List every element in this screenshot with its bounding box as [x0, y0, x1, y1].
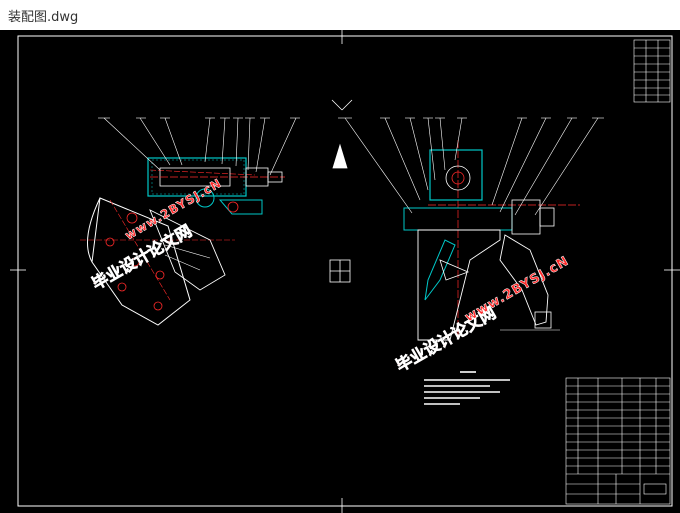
document-title: 装配图.dwg	[8, 10, 79, 25]
parts-list-table	[565, 377, 671, 505]
view-direction-marker	[329, 99, 353, 283]
title-bar: 装配图.dwg	[0, 0, 680, 30]
right-assembly-view	[338, 117, 604, 341]
technical-notes	[424, 371, 510, 405]
cad-drawing: 毕业设计论文网 www.2BYSJ.cN 毕业设计论文网 www.2BYSJ.c…	[10, 30, 680, 513]
drawing-canvas[interactable]: 毕业设计论文网 www.2BYSJ.cN 毕业设计论文网 www.2BYSJ.c…	[0, 30, 680, 513]
watermark-right-url-text: www.2BYSJ.cN	[463, 254, 572, 326]
drawing-border	[17, 35, 673, 507]
watermark-right-url: www.2BYSJ.cN	[462, 253, 572, 326]
left-assembly-view	[80, 117, 300, 326]
revision-table	[633, 39, 671, 103]
